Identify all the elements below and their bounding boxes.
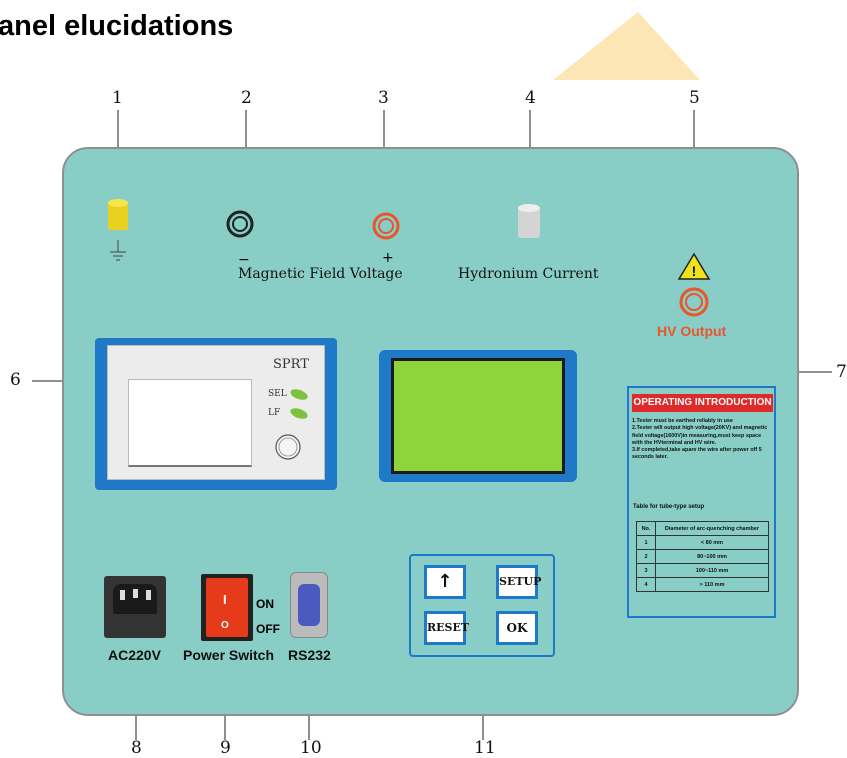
instruction-2: 2.Tester will output high voltage(20KV) … bbox=[632, 425, 768, 446]
rs232-label: RS232 bbox=[288, 647, 331, 663]
table-header-row: No. Diameter of arc-quenching chamber bbox=[636, 521, 769, 536]
keypad bbox=[409, 554, 555, 657]
table-row: 4 > 110 mm bbox=[636, 577, 769, 592]
tube-setup-table-title: Table for tube-type setup bbox=[633, 504, 705, 510]
magnetic-plus-terminal-icon bbox=[372, 212, 400, 240]
plus-sign: + bbox=[382, 250, 394, 266]
sel-label: SEL bbox=[268, 389, 287, 399]
up-arrow-key[interactable]: ↑ bbox=[424, 565, 466, 599]
hv-output-terminal-icon bbox=[679, 287, 709, 317]
callout-2: 2 bbox=[241, 88, 252, 108]
operating-instructions: 1.Tester must be earthed reliably in use… bbox=[632, 418, 773, 462]
callout-3: 3 bbox=[378, 88, 389, 108]
instruction-3: 3.If completed,take apare the wire after… bbox=[632, 447, 762, 461]
callout-10: 10 bbox=[300, 738, 322, 758]
table-header-cell: Diameter of arc-quenching chamber bbox=[655, 521, 769, 536]
magnetic-field-voltage-label: Magnetic Field Voltage bbox=[238, 266, 403, 282]
setup-key[interactable]: SETUP bbox=[496, 565, 541, 599]
table-row: 3 100~110 mm bbox=[636, 563, 769, 578]
table-header-cell: No. bbox=[636, 521, 656, 536]
table-cell: 1 bbox=[636, 535, 656, 550]
lf-label: LF bbox=[268, 408, 281, 418]
callout-6: 6 bbox=[10, 370, 21, 390]
printer-paper-slot bbox=[128, 379, 252, 467]
callout-1: 1 bbox=[112, 88, 123, 108]
table-row: 1 < 80 mm bbox=[636, 535, 769, 550]
warning-icon: ! bbox=[677, 252, 711, 280]
operating-introduction-title: OPERATING INTRODUCTION bbox=[632, 394, 773, 412]
reset-key[interactable]: RESET bbox=[424, 611, 469, 645]
switch-on-label: ON bbox=[256, 597, 274, 611]
ground-terminal-icon bbox=[108, 199, 128, 261]
tube-setup-table: No. Diameter of arc-quenching chamber 1 … bbox=[636, 521, 769, 592]
hv-output-label: HV Output bbox=[657, 323, 727, 339]
switch-o-mark: O bbox=[221, 620, 229, 631]
callout-5: 5 bbox=[689, 88, 700, 108]
table-cell: 2 bbox=[636, 549, 656, 564]
callout-4: 4 bbox=[525, 88, 536, 108]
callout-11: 11 bbox=[474, 738, 496, 758]
callout-7: 7 bbox=[836, 362, 847, 382]
rs232-connector[interactable] bbox=[298, 584, 320, 626]
table-cell: 80~100 mm bbox=[655, 549, 769, 564]
switch-i-mark: I bbox=[223, 592, 227, 607]
instruction-1: 1.Tester must be earthed reliably in use bbox=[632, 418, 733, 424]
lcd-screen bbox=[391, 358, 565, 474]
printer-brand: SPRT bbox=[273, 357, 309, 372]
table-row: 2 80~100 mm bbox=[636, 549, 769, 564]
ok-key[interactable]: OK bbox=[496, 611, 538, 645]
svg-text:!: ! bbox=[692, 263, 697, 279]
ac220v-label: AC220V bbox=[108, 647, 161, 663]
callout-9: 9 bbox=[220, 738, 231, 758]
table-cell: < 80 mm bbox=[655, 535, 769, 550]
power-switch[interactable] bbox=[206, 578, 248, 637]
page-title: anel elucidations bbox=[0, 10, 234, 42]
table-cell: > 110 mm bbox=[655, 577, 769, 592]
ac-socket-pins-icon bbox=[120, 589, 151, 600]
callout-8: 8 bbox=[131, 738, 142, 758]
table-cell: 4 bbox=[636, 577, 656, 592]
magnetic-minus-terminal-icon bbox=[226, 210, 254, 238]
switch-off-label: OFF bbox=[256, 622, 280, 636]
power-switch-label: Power Switch bbox=[183, 647, 275, 663]
hydronium-terminal-icon bbox=[518, 204, 540, 238]
table-cell: 3 bbox=[636, 563, 656, 578]
printer-feed-button[interactable] bbox=[274, 433, 304, 463]
table-cell: 100~110 mm bbox=[655, 563, 769, 578]
minus-sign: − bbox=[238, 252, 250, 268]
hydronium-current-label: Hydronium Current bbox=[458, 266, 599, 282]
highlight-wedge bbox=[553, 12, 700, 80]
